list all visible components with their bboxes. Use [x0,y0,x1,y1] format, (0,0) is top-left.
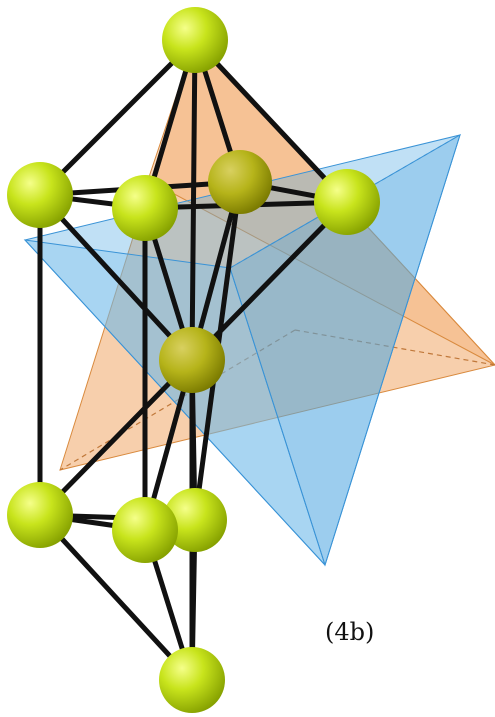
bond [37,192,195,363]
atom [112,175,178,241]
atom [162,7,228,73]
atom [7,162,73,228]
atom [112,497,178,563]
atom [159,327,225,393]
atom [314,169,380,235]
atom [159,647,225,713]
atom [163,488,227,552]
atoms [7,7,380,713]
figure-label: (4b) [325,618,375,646]
bond [189,37,198,363]
orange-hidden-edge [294,329,495,366]
bond [37,37,198,198]
bond [192,37,350,205]
atom [208,150,272,214]
orange-hidden-edge-2 [59,329,296,471]
atom [7,482,73,548]
bond [37,512,195,683]
bond [37,357,195,518]
